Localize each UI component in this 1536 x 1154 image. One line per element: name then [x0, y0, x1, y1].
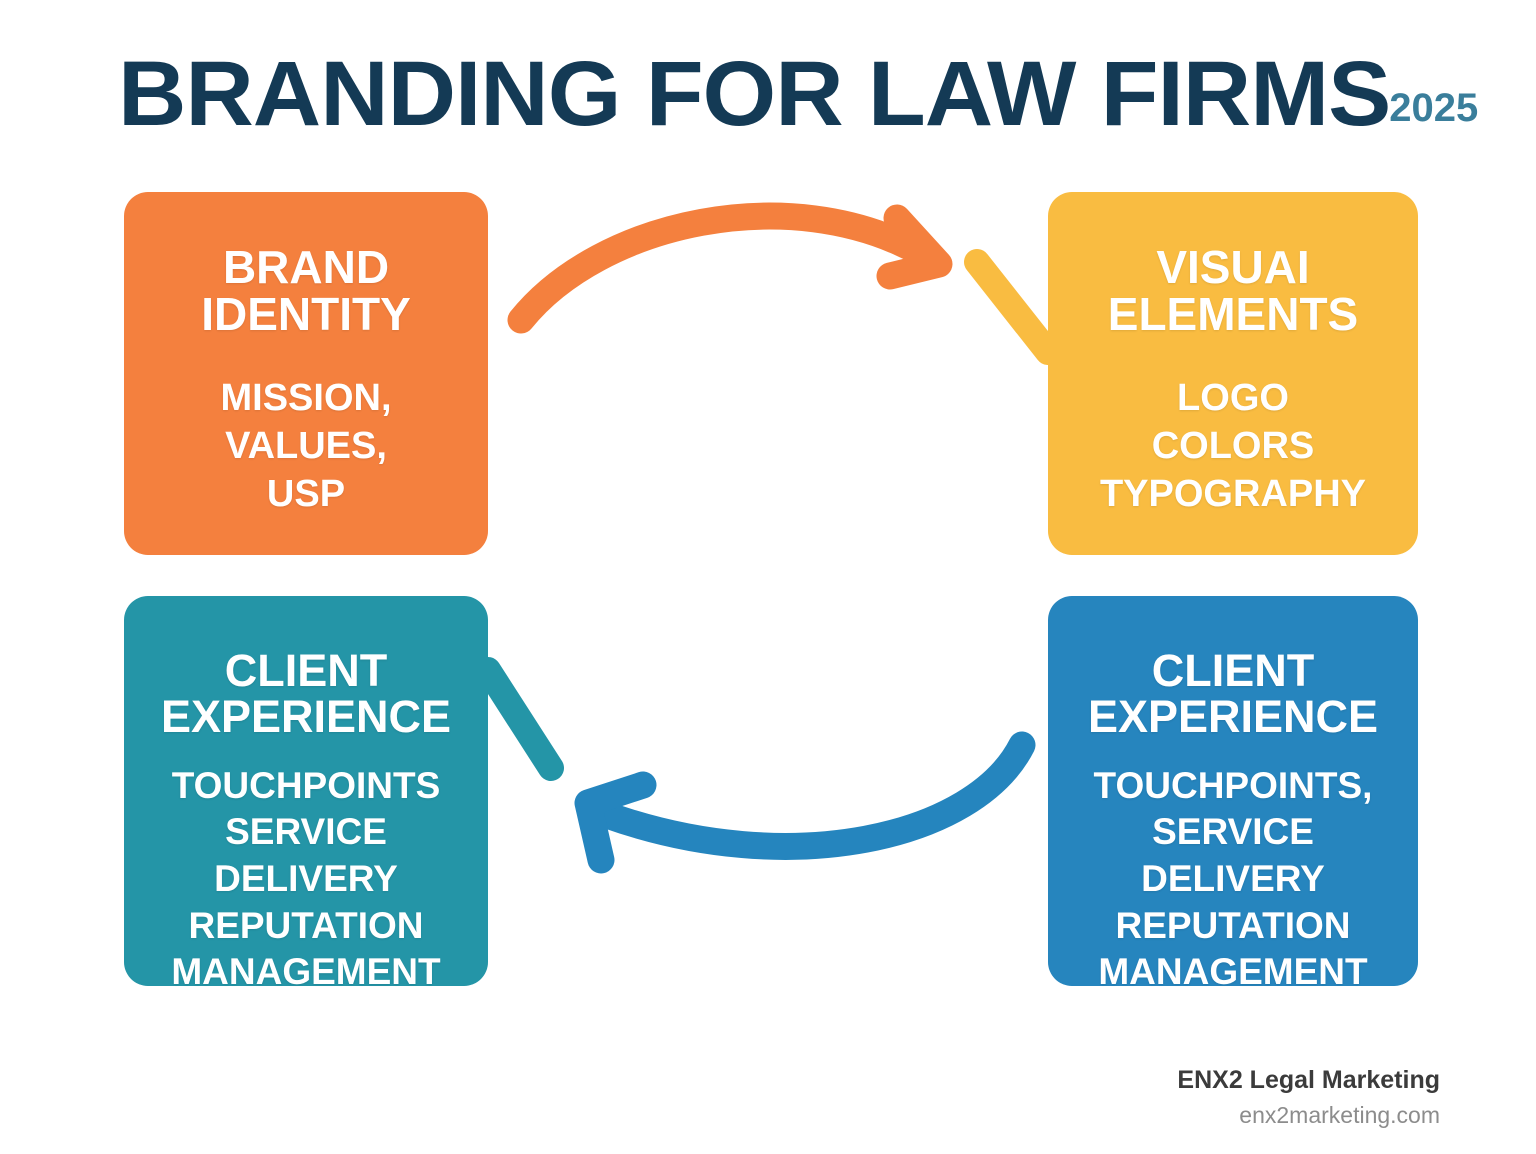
arrow-bottom-head-icon	[574, 771, 657, 874]
arrow-top-shaft-icon	[507, 202, 935, 334]
connector-visual-elements-icon	[964, 249, 1061, 365]
page-title: BRANDING FOR LAW FIRMS 2025	[118, 48, 1478, 158]
arrow-bottom-shaft-icon	[593, 731, 1036, 860]
footer: ENX2 Legal Marketing enx2marketing.com	[1177, 1062, 1440, 1132]
footer-website-url[interactable]: enx2marketing.com	[1239, 1101, 1440, 1128]
card-brand-identity-body: MISSION,VALUES,USP	[220, 376, 392, 515]
footer-brand-name: ENX2 Legal Marketing	[1177, 1066, 1440, 1095]
connector-client-experience-left-icon	[475, 657, 564, 781]
title-year: 2025	[1389, 86, 1479, 130]
title-text: BRANDING FOR LAW FIRMS	[118, 43, 1391, 145]
arrow-top-head-icon	[876, 204, 953, 290]
